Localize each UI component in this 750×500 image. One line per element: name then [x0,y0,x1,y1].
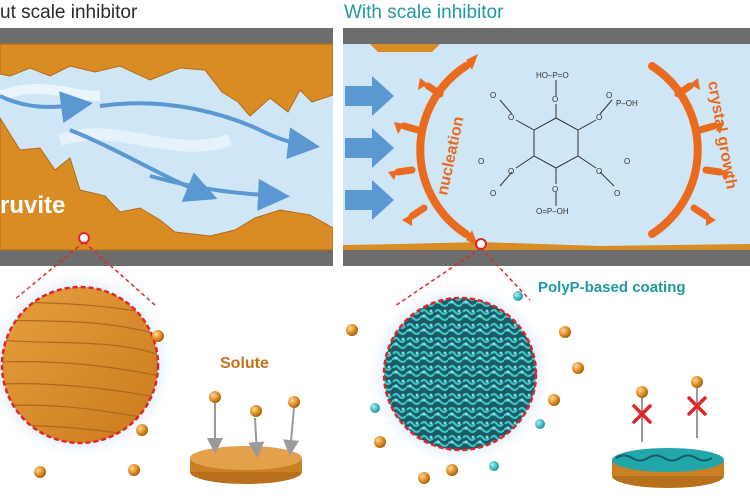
scale-deposit-top [0,43,333,117]
mol-o-11: O [624,157,630,166]
solute-deposition [190,391,302,484]
nucleation-inhibition-arc [394,54,478,246]
thin-scale-bottom [343,242,750,250]
big-flow-arrow-1 [345,76,394,116]
mol-bottom-phosphate: O=P–OH [536,207,569,216]
mol-o-12: O [478,157,484,166]
flow-arrow-3 [69,128,218,202]
teal-particles [370,291,545,471]
title-without-inhibitor: ut scale inhibitor [0,2,138,23]
solute-particles-left [34,330,164,478]
flow-arrows-right [345,76,394,220]
mol-o-5: O [508,167,514,176]
right-pipe-wall-bottom [343,250,750,266]
mol-o-9: O [490,189,496,198]
scale-surface-zoom [0,269,176,461]
right-pipe-water [343,28,750,266]
polyp-coating-label: PolyP-based coating [538,279,686,296]
mol-top-phosphate: HO–P=O [536,71,569,80]
title-with-inhibitor: With scale inhibitor [344,2,504,23]
mol-o-2: O [596,113,602,122]
coated-disc [612,376,724,488]
mol-o-4: O [552,185,558,194]
solute-particles-right [346,324,584,484]
mol-right-phosphate: P–OH [616,99,638,108]
right-pipe-wall-top [343,28,750,44]
flow-arrow-1 [0,91,93,124]
struvite-label: ruvite [0,192,66,219]
left-pipe-wall-bottom [0,250,333,266]
coated-surface-zoom [366,280,554,468]
mol-o-3: O [596,167,602,176]
growth-inhibition-arc [648,62,724,238]
scale-deposit-bottom [0,117,333,251]
big-flow-arrow-2 [345,128,394,168]
mol-o-8: O [614,189,620,198]
mol-o-10: O [490,91,496,100]
mol-o-7: O [606,91,612,100]
flow-arrow-4 [149,174,290,211]
blocked-x-icon [632,396,707,424]
left-pipe [0,28,333,266]
left-pipe-wall-top [0,28,333,44]
right-pipe: nucleation crystal growth O O O O O O HO… [343,28,750,266]
mol-o-1: O [552,95,558,104]
thin-scale-top [370,44,440,52]
zoom-point-left [78,232,90,244]
mol-o-6: O [508,113,514,122]
flow-arrow-2 [99,101,320,160]
big-flow-arrow-3 [345,180,394,220]
inhibitor-molecule: O O O O O O HO–P=O O O O=P–OH O O P–OH O… [478,71,638,216]
solute-label: Solute [220,355,269,372]
zoom-point-right [475,238,487,250]
